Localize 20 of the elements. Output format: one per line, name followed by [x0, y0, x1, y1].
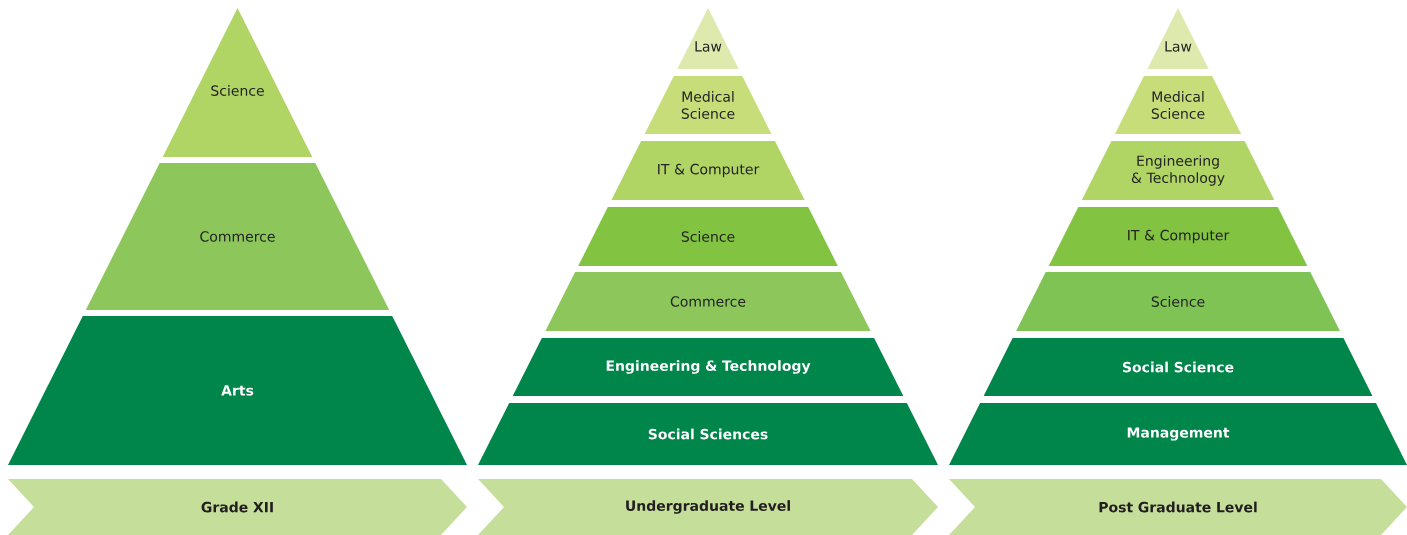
pyramid-band: Engineering & Technology — [512, 338, 904, 396]
pyramid-band: Social Sciences — [478, 403, 938, 465]
pyramid-band: Medical Science — [1114, 76, 1242, 134]
pyramid-band: IT & Computer — [1048, 207, 1308, 266]
pyramid-band: Medical Science — [644, 76, 772, 134]
chevron-banner: Undergraduate Level — [478, 479, 938, 535]
pyramid-band: Management — [949, 403, 1407, 465]
pyramid-tip: Law — [1147, 8, 1209, 69]
pyramid-band: Science — [1016, 272, 1340, 331]
pyramid-tip: Law — [677, 8, 739, 69]
chevron-banner: Post Graduate Level — [949, 479, 1407, 535]
pyramid-band: Commerce — [85, 163, 390, 310]
pyramid-band: Commerce — [545, 272, 871, 331]
pyramid-band: Engineering & Technology — [1081, 141, 1275, 200]
pyramid-band: Science — [578, 207, 838, 266]
pyramid-band: IT & Computer — [611, 141, 805, 200]
pyramid-band: Arts — [8, 316, 467, 465]
chevron-banner: Grade XII — [8, 479, 467, 535]
pyramid-band: Social Science — [983, 338, 1373, 396]
pyramid-tip: Science — [162, 8, 313, 157]
